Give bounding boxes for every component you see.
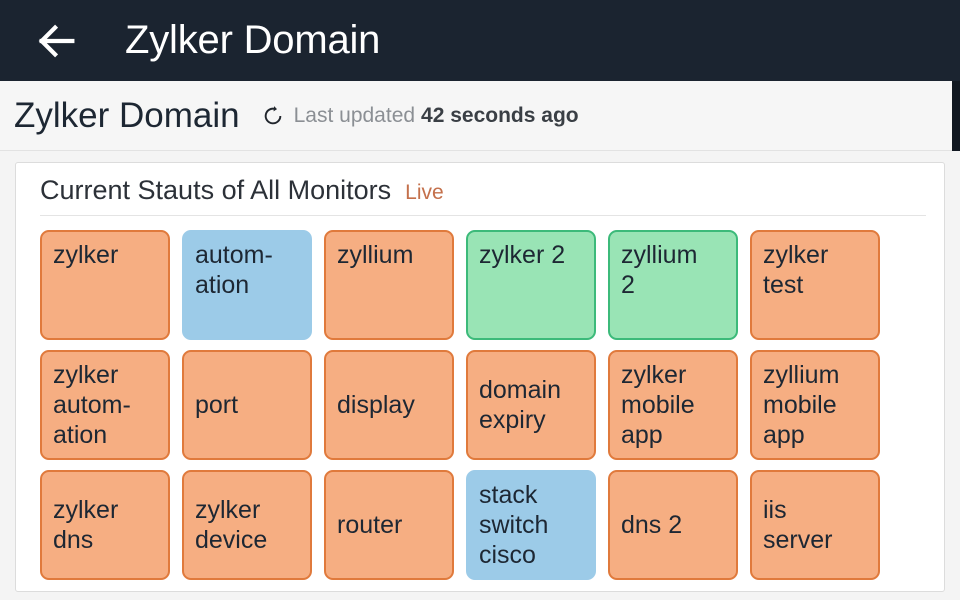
- monitor-tile-label-line: server: [763, 526, 833, 554]
- last-updated-value: 42 seconds ago: [421, 103, 579, 127]
- monitor-tile-label-line: iis: [763, 496, 787, 524]
- monitor-tile-label-line: dns: [53, 526, 94, 554]
- monitor-tile-label-line: stack: [479, 481, 538, 509]
- monitor-tile[interactable]: zylker 2: [466, 230, 596, 340]
- app-bar-title: Zylker Domain: [125, 18, 381, 62]
- monitor-tile-label-line: test: [763, 271, 804, 299]
- monitor-tile-label-line: ation: [53, 421, 108, 449]
- monitor-tile-label-line: zylker: [53, 496, 119, 524]
- monitor-tile-label-line: port: [195, 391, 239, 419]
- monitor-tile-label-line: zylker: [53, 361, 119, 389]
- monitor-tile[interactable]: autom-ation: [182, 230, 312, 340]
- monitor-tile-label-line: zylker: [53, 241, 119, 269]
- live-badge: Live: [405, 181, 444, 204]
- monitor-tile-label-line: ation: [195, 271, 250, 299]
- sub-header: Zylker Domain Last updated 42 seconds ag…: [0, 81, 960, 151]
- app-bar: Zylker Domain: [0, 0, 960, 81]
- scrollbar-nub[interactable]: [952, 81, 960, 151]
- monitor-tile-label-line: mobile: [621, 391, 695, 419]
- monitor-tile-label-line: dns 2: [621, 511, 683, 539]
- monitor-tile-label-line: zylker 2: [479, 241, 566, 269]
- monitor-tile-label-line: app: [621, 421, 663, 449]
- back-arrow-icon[interactable]: [34, 18, 80, 64]
- monitors-card-title: Current Stauts of All Monitors: [40, 175, 392, 205]
- monitor-tile-label-line: autom-: [195, 241, 273, 269]
- monitor-tile-label-line: device: [195, 526, 268, 554]
- monitor-tile-label-line: zylker: [763, 241, 829, 269]
- refresh-icon[interactable]: [262, 105, 284, 127]
- monitor-tile-label-line: zyllium: [621, 241, 698, 269]
- monitors-card-header: Current Stauts of All Monitors Live: [40, 175, 926, 216]
- monitor-tile-label-line: expiry: [479, 406, 546, 434]
- monitor-tile-label-line: mobile: [763, 391, 837, 419]
- monitor-tile-label-line: cisco: [479, 541, 536, 569]
- last-updated-label: Last updated: [293, 103, 416, 127]
- monitor-tile-label-line: router: [337, 511, 403, 539]
- monitors-card: Current Stauts of All Monitors Live zylk…: [15, 162, 945, 592]
- monitor-tile[interactable]: port: [182, 350, 312, 460]
- page-title: Zylker Domain: [14, 95, 240, 135]
- monitor-tile-label-line: 2: [621, 271, 635, 299]
- monitor-tile[interactable]: dns 2: [608, 470, 738, 580]
- monitor-tile-label-line: switch: [479, 511, 549, 539]
- monitor-tile-label-line: zylker: [621, 361, 687, 389]
- monitor-tile-label-line: zyllium: [337, 241, 414, 269]
- monitor-tile-label-line: display: [337, 391, 415, 419]
- monitor-tile-label-line: app: [763, 421, 805, 449]
- page-body: Current Stauts of All Monitors Live zylk…: [0, 151, 960, 600]
- monitor-tile[interactable]: zyllium: [324, 230, 454, 340]
- monitor-tile[interactable]: display: [324, 350, 454, 460]
- monitor-tile[interactable]: router: [324, 470, 454, 580]
- monitor-tile-label-line: zylker: [195, 496, 261, 524]
- right-edge-strip: [952, 151, 960, 600]
- monitor-tile[interactable]: zylker: [40, 230, 170, 340]
- monitor-tile-label-line: domain: [479, 376, 561, 404]
- monitor-tile-label-line: autom-: [53, 391, 131, 419]
- monitor-tile-label-line: zyllium: [763, 361, 840, 389]
